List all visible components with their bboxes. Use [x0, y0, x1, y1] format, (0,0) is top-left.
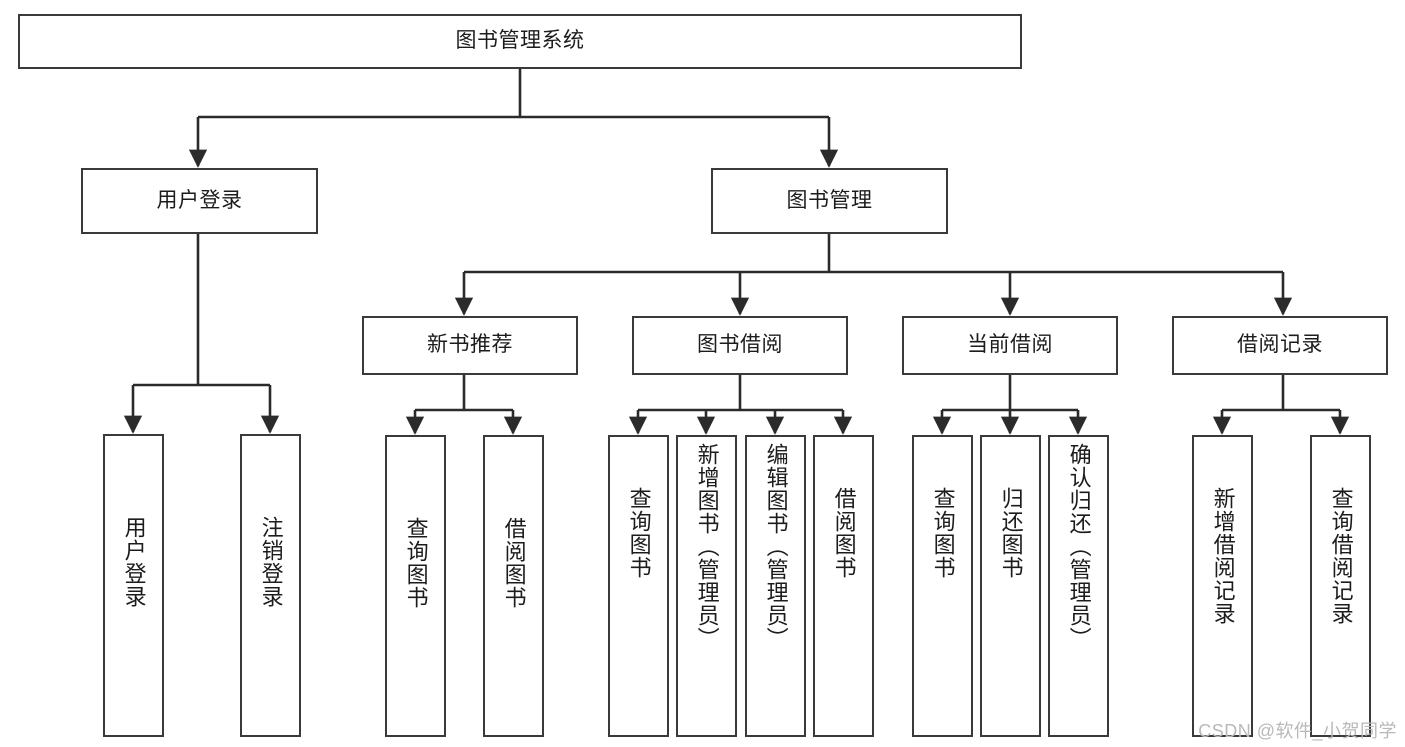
node-label: 用户登录 [121, 516, 147, 608]
node-leaf-add-borrow-record[interactable]: 新增借阅记录 [1192, 435, 1253, 737]
node-label: 归还图书 [998, 487, 1024, 579]
node-leaf-borrow-book-recommend[interactable]: 借阅图书 [483, 435, 544, 737]
watermark-text: CSDN @软件_小贺同学 [1198, 721, 1397, 741]
node-label: 确认归还（管理员） [1066, 443, 1092, 650]
node-leaf-logout[interactable]: 注销登录 [240, 434, 301, 737]
node-label: 查询图书 [626, 487, 652, 579]
node-leaf-confirm-return-admin[interactable]: 确认归还（管理员） [1048, 435, 1109, 737]
node-leaf-edit-book-admin[interactable]: 编辑图书（管理员） [745, 435, 806, 737]
node-book-management[interactable]: 图书管理 [711, 168, 948, 234]
node-label: 注销登录 [258, 516, 284, 608]
node-current-borrow[interactable]: 当前借阅 [902, 316, 1118, 375]
node-label: 用户登录 [156, 188, 243, 212]
node-label: 新增图书（管理员） [694, 443, 720, 650]
node-leaf-borrow-book[interactable]: 借阅图书 [813, 435, 874, 737]
node-borrow-record[interactable]: 借阅记录 [1172, 316, 1388, 375]
node-label: 当前借阅 [967, 333, 1053, 357]
node-leaf-query-book-borrow[interactable]: 查询图书 [608, 435, 669, 737]
node-leaf-query-borrow-record[interactable]: 查询借阅记录 [1310, 435, 1371, 737]
node-label: 新书推荐 [427, 333, 513, 357]
node-leaf-return-book[interactable]: 归还图书 [980, 435, 1041, 737]
node-label: 查询图书 [930, 487, 956, 579]
node-label: 图书管理 [786, 188, 873, 212]
node-label: 借阅记录 [1237, 333, 1323, 357]
node-label: 新增借阅记录 [1210, 487, 1236, 625]
node-label: 借阅图书 [831, 487, 857, 579]
node-label: 编辑图书（管理员） [763, 443, 789, 650]
node-label: 查询图书 [403, 517, 429, 609]
node-user-login[interactable]: 用户登录 [81, 168, 318, 234]
node-label: 图书管理系统 [455, 29, 585, 53]
node-label: 查询借阅记录 [1328, 487, 1354, 625]
node-leaf-query-book-current[interactable]: 查询图书 [912, 435, 973, 737]
node-leaf-user-login[interactable]: 用户登录 [103, 434, 164, 737]
node-label: 借阅图书 [501, 517, 527, 609]
node-leaf-query-book-recommend[interactable]: 查询图书 [385, 435, 446, 737]
node-leaf-add-book-admin[interactable]: 新增图书（管理员） [676, 435, 737, 737]
node-new-book-recommend[interactable]: 新书推荐 [362, 316, 578, 375]
node-label: 图书借阅 [697, 333, 783, 357]
node-root-book-management-system[interactable]: 图书管理系统 [18, 14, 1022, 69]
node-book-borrow[interactable]: 图书借阅 [632, 316, 848, 375]
